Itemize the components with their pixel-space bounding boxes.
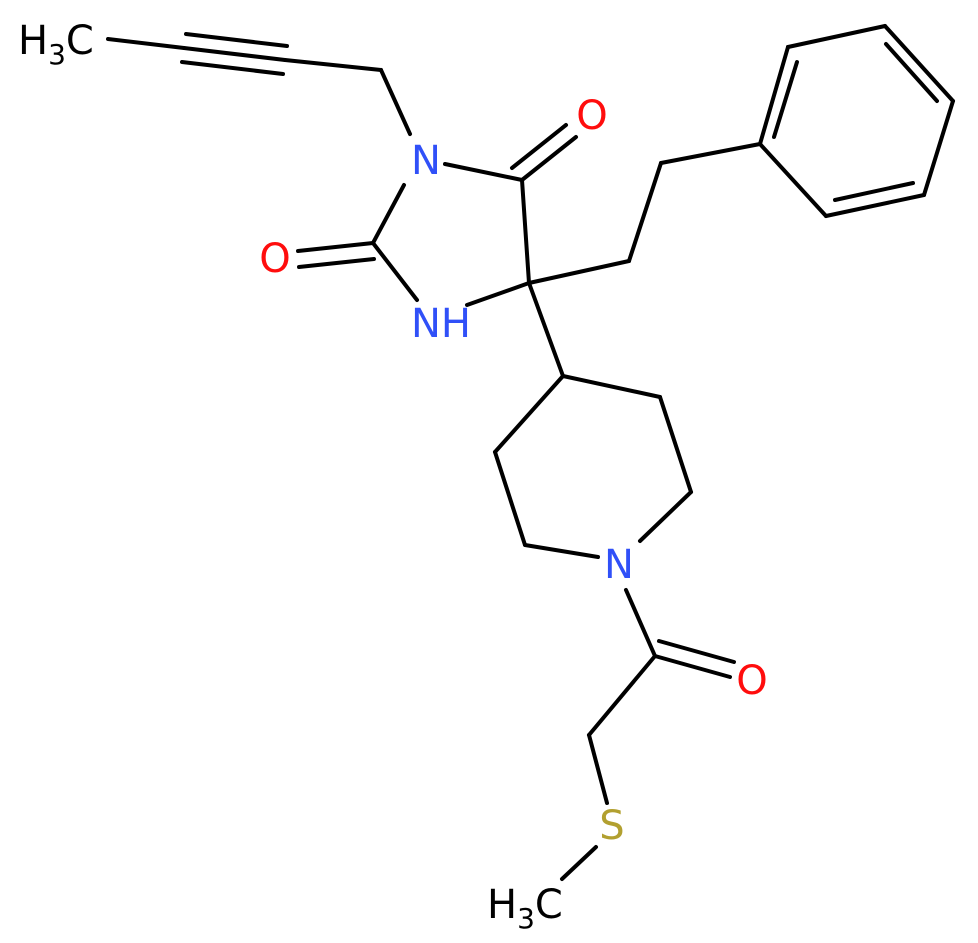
- bond-ph-2: [786, 24, 887, 49]
- bond-ch2-n: [379, 68, 412, 136]
- bond-pip-5: [493, 450, 527, 547]
- bond-s-ch3: [560, 845, 598, 881]
- bond-c5-pip: [527, 281, 565, 378]
- bond-c5-ch2: [527, 259, 631, 285]
- bond-triple-b: [184, 32, 289, 48]
- bond-ch2-s: [587, 733, 609, 805]
- bond-n-c2: [371, 183, 406, 245]
- bond-pip-4: [523, 543, 600, 559]
- atom-n-imide: N: [411, 138, 441, 184]
- atom-ch3-top: H3C: [18, 18, 94, 71]
- atom-n-piperidine: N: [604, 542, 634, 588]
- bond-ch2-ph: [659, 142, 762, 165]
- bond-c4-o-a: [520, 135, 578, 182]
- atom-labels: H3C N O O NH N O S H3C: [18, 18, 768, 935]
- bond-alkyne-ch2: [283, 58, 383, 72]
- bond-c4-c5: [520, 178, 531, 285]
- bond-ph-inner-2: [884, 42, 939, 103]
- bond-triple-a: [182, 46, 287, 62]
- bond-ch2-ch2: [627, 161, 663, 263]
- atom-o-top: O: [576, 93, 607, 139]
- bond-n-carbonyl: [624, 588, 657, 658]
- atom-o-left: O: [259, 236, 290, 282]
- bond-pip-1: [561, 374, 662, 399]
- atom-o-amide: O: [736, 658, 767, 704]
- bond-ph-6: [758, 142, 828, 218]
- bond-ph-4: [922, 99, 955, 197]
- bond-n-c4: [443, 162, 524, 182]
- bond-co-ch2: [587, 654, 657, 737]
- atom-s: S: [599, 803, 624, 849]
- bond-triple-c: [180, 60, 285, 76]
- bond-co-a: [653, 654, 732, 679]
- bond-nh-c5: [465, 281, 531, 307]
- atom-nh: NH: [411, 301, 471, 347]
- bond-c4-o-b: [510, 123, 568, 170]
- bond-c2-nh: [371, 241, 419, 302]
- bond-ch3-alkyne: [106, 37, 186, 50]
- bond-ph-1: [758, 45, 790, 146]
- bond-c2-o-b: [297, 257, 376, 269]
- atom-ch3-bottom: H3C: [487, 882, 563, 935]
- bond-pip-2: [658, 395, 693, 494]
- bond-co-b: [657, 639, 736, 664]
- bond-ph-inner-1: [772, 60, 799, 139]
- bond-c2-o-a: [296, 241, 375, 253]
- bond-ph-3: [883, 24, 955, 103]
- bond-ph-inner-3: [833, 181, 915, 202]
- bond-pip-6: [493, 374, 565, 454]
- bond-pip-3: [638, 490, 693, 543]
- bond-layer: [106, 24, 955, 881]
- bond-ph-5: [824, 193, 926, 218]
